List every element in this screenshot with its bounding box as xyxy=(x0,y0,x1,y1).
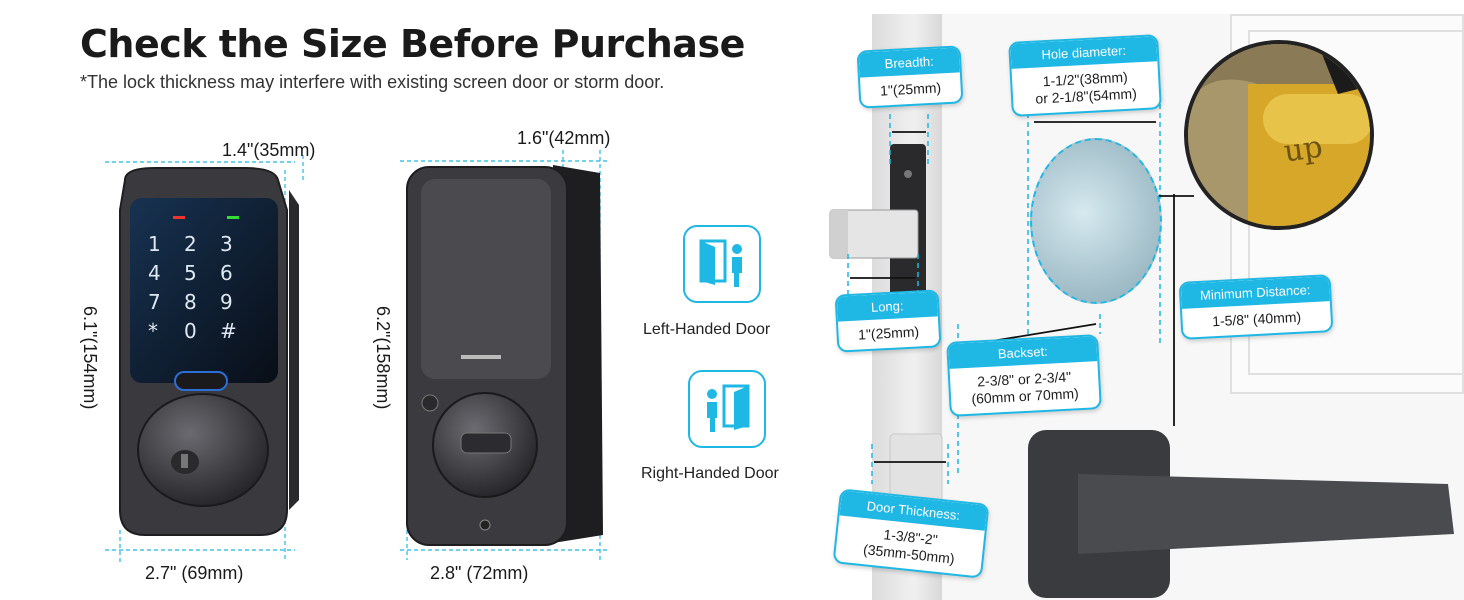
key-hash: # xyxy=(220,319,237,343)
front-lock-illustration xyxy=(105,155,304,562)
right-handed-door-label: Right-Handed Door xyxy=(641,465,779,482)
key-2: 2 xyxy=(184,232,197,256)
key-0: 0 xyxy=(184,319,197,343)
breadth-value: 1"(25mm) xyxy=(879,79,942,99)
long-value: 1"(25mm) xyxy=(857,323,920,343)
key-9: 9 xyxy=(220,290,233,314)
bore-hole-detail xyxy=(1030,138,1162,304)
key-7: 7 xyxy=(148,290,161,314)
key-1: 1 xyxy=(148,232,161,256)
up-marking: up xyxy=(1281,129,1325,170)
key-4: 4 xyxy=(148,261,161,285)
key-5: 5 xyxy=(184,261,197,285)
key-8: 8 xyxy=(184,290,197,314)
page-subtitle: *The lock thickness may interfere with e… xyxy=(80,72,665,92)
right-handed-door-icon xyxy=(688,370,766,448)
front-width-dim: 2.7" (69mm) xyxy=(145,563,244,583)
left-handed-door-label: Left-Handed Door xyxy=(643,321,771,338)
door-thickness-callout: Door Thickness: 1-3/8"-2" (35mm-50mm) xyxy=(832,488,990,579)
backset-callout: Backset: 2-3/8" or 2-3/4" (60mm or 70mm) xyxy=(946,334,1102,417)
keypad: 1 2 3 4 5 6 7 8 9 * 0 # xyxy=(148,232,258,347)
latch-zoom-inset: up xyxy=(1184,40,1374,230)
back-width-dim: 2.8" (72mm) xyxy=(430,563,529,583)
front-height-dim: 6.1"(154mm) xyxy=(80,306,100,410)
back-lock-illustration xyxy=(400,150,610,560)
back-height-dim: 6.2"(158mm) xyxy=(373,306,393,410)
minimum-distance-callout: Minimum Distance: 1-5/8" (40mm) xyxy=(1178,274,1334,340)
key-3: 3 xyxy=(220,232,233,256)
door-hardware xyxy=(829,104,1454,598)
key-star: * xyxy=(148,319,158,343)
back-depth-dim: 1.6"(42mm) xyxy=(517,128,611,148)
key-6: 6 xyxy=(220,261,233,285)
page-title: Check the Size Before Purchase xyxy=(80,22,745,66)
breadth-callout: Breadth: 1"(25mm) xyxy=(856,45,964,109)
left-handed-door-icon xyxy=(683,225,761,303)
hole-diameter-callout: Hole diameter: 1-1/2"(38mm) or 2-1/8"(54… xyxy=(1008,34,1162,117)
long-callout: Long: 1"(25mm) xyxy=(834,289,942,353)
front-depth-dim: 1.4"(35mm) xyxy=(222,140,316,160)
